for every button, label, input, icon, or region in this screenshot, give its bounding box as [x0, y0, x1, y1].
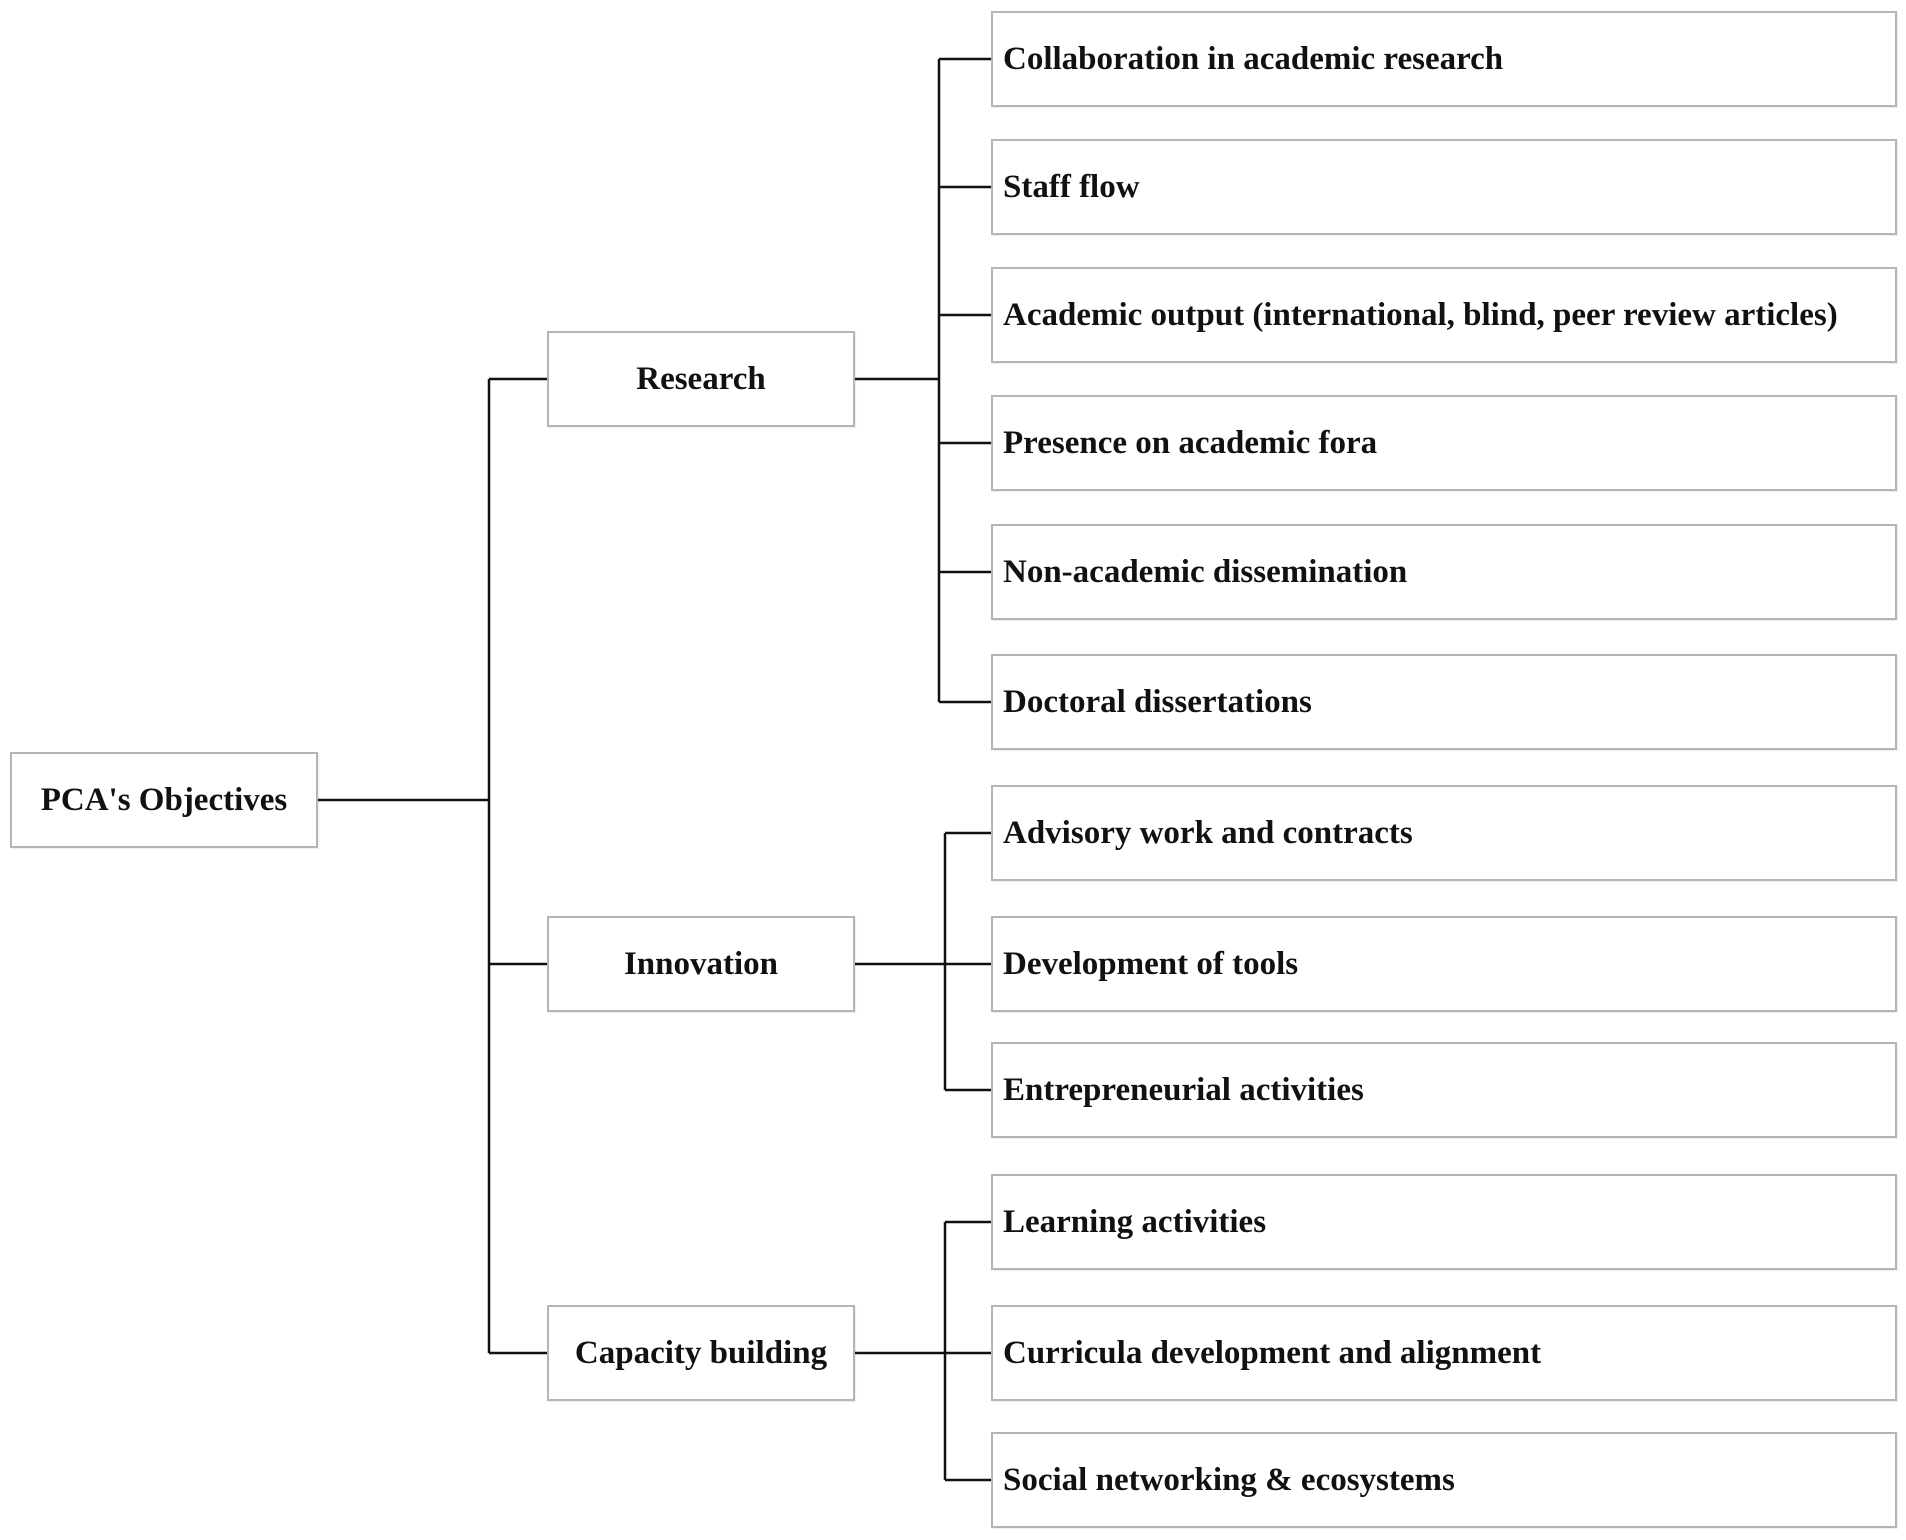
- leaf-node: Presence on academic fora: [991, 395, 1897, 491]
- leaf-node: Advisory work and contracts: [991, 785, 1897, 881]
- leaf-node: Learning activities: [991, 1174, 1897, 1270]
- leaf-node: Curricula development and alignment: [991, 1305, 1897, 1401]
- leaf-node: Academic output (international, blind, p…: [991, 267, 1897, 363]
- root-node: PCA's Objectives: [10, 752, 318, 848]
- leaf-node: Development of tools: [991, 916, 1897, 1012]
- leaf-node: Non-academic dissemination: [991, 524, 1897, 620]
- leaf-node: Entrepreneurial activities: [991, 1042, 1897, 1138]
- branch-node-innovation: Innovation: [547, 916, 855, 1012]
- branch-node-research: Research: [547, 331, 855, 427]
- leaf-node: Social networking & ecosystems: [991, 1432, 1897, 1528]
- leaf-node: Doctoral dissertations: [991, 654, 1897, 750]
- leaf-node: Staff flow: [991, 139, 1897, 235]
- leaf-node: Collaboration in academic research: [991, 11, 1897, 107]
- branch-node-capacity-building: Capacity building: [547, 1305, 855, 1401]
